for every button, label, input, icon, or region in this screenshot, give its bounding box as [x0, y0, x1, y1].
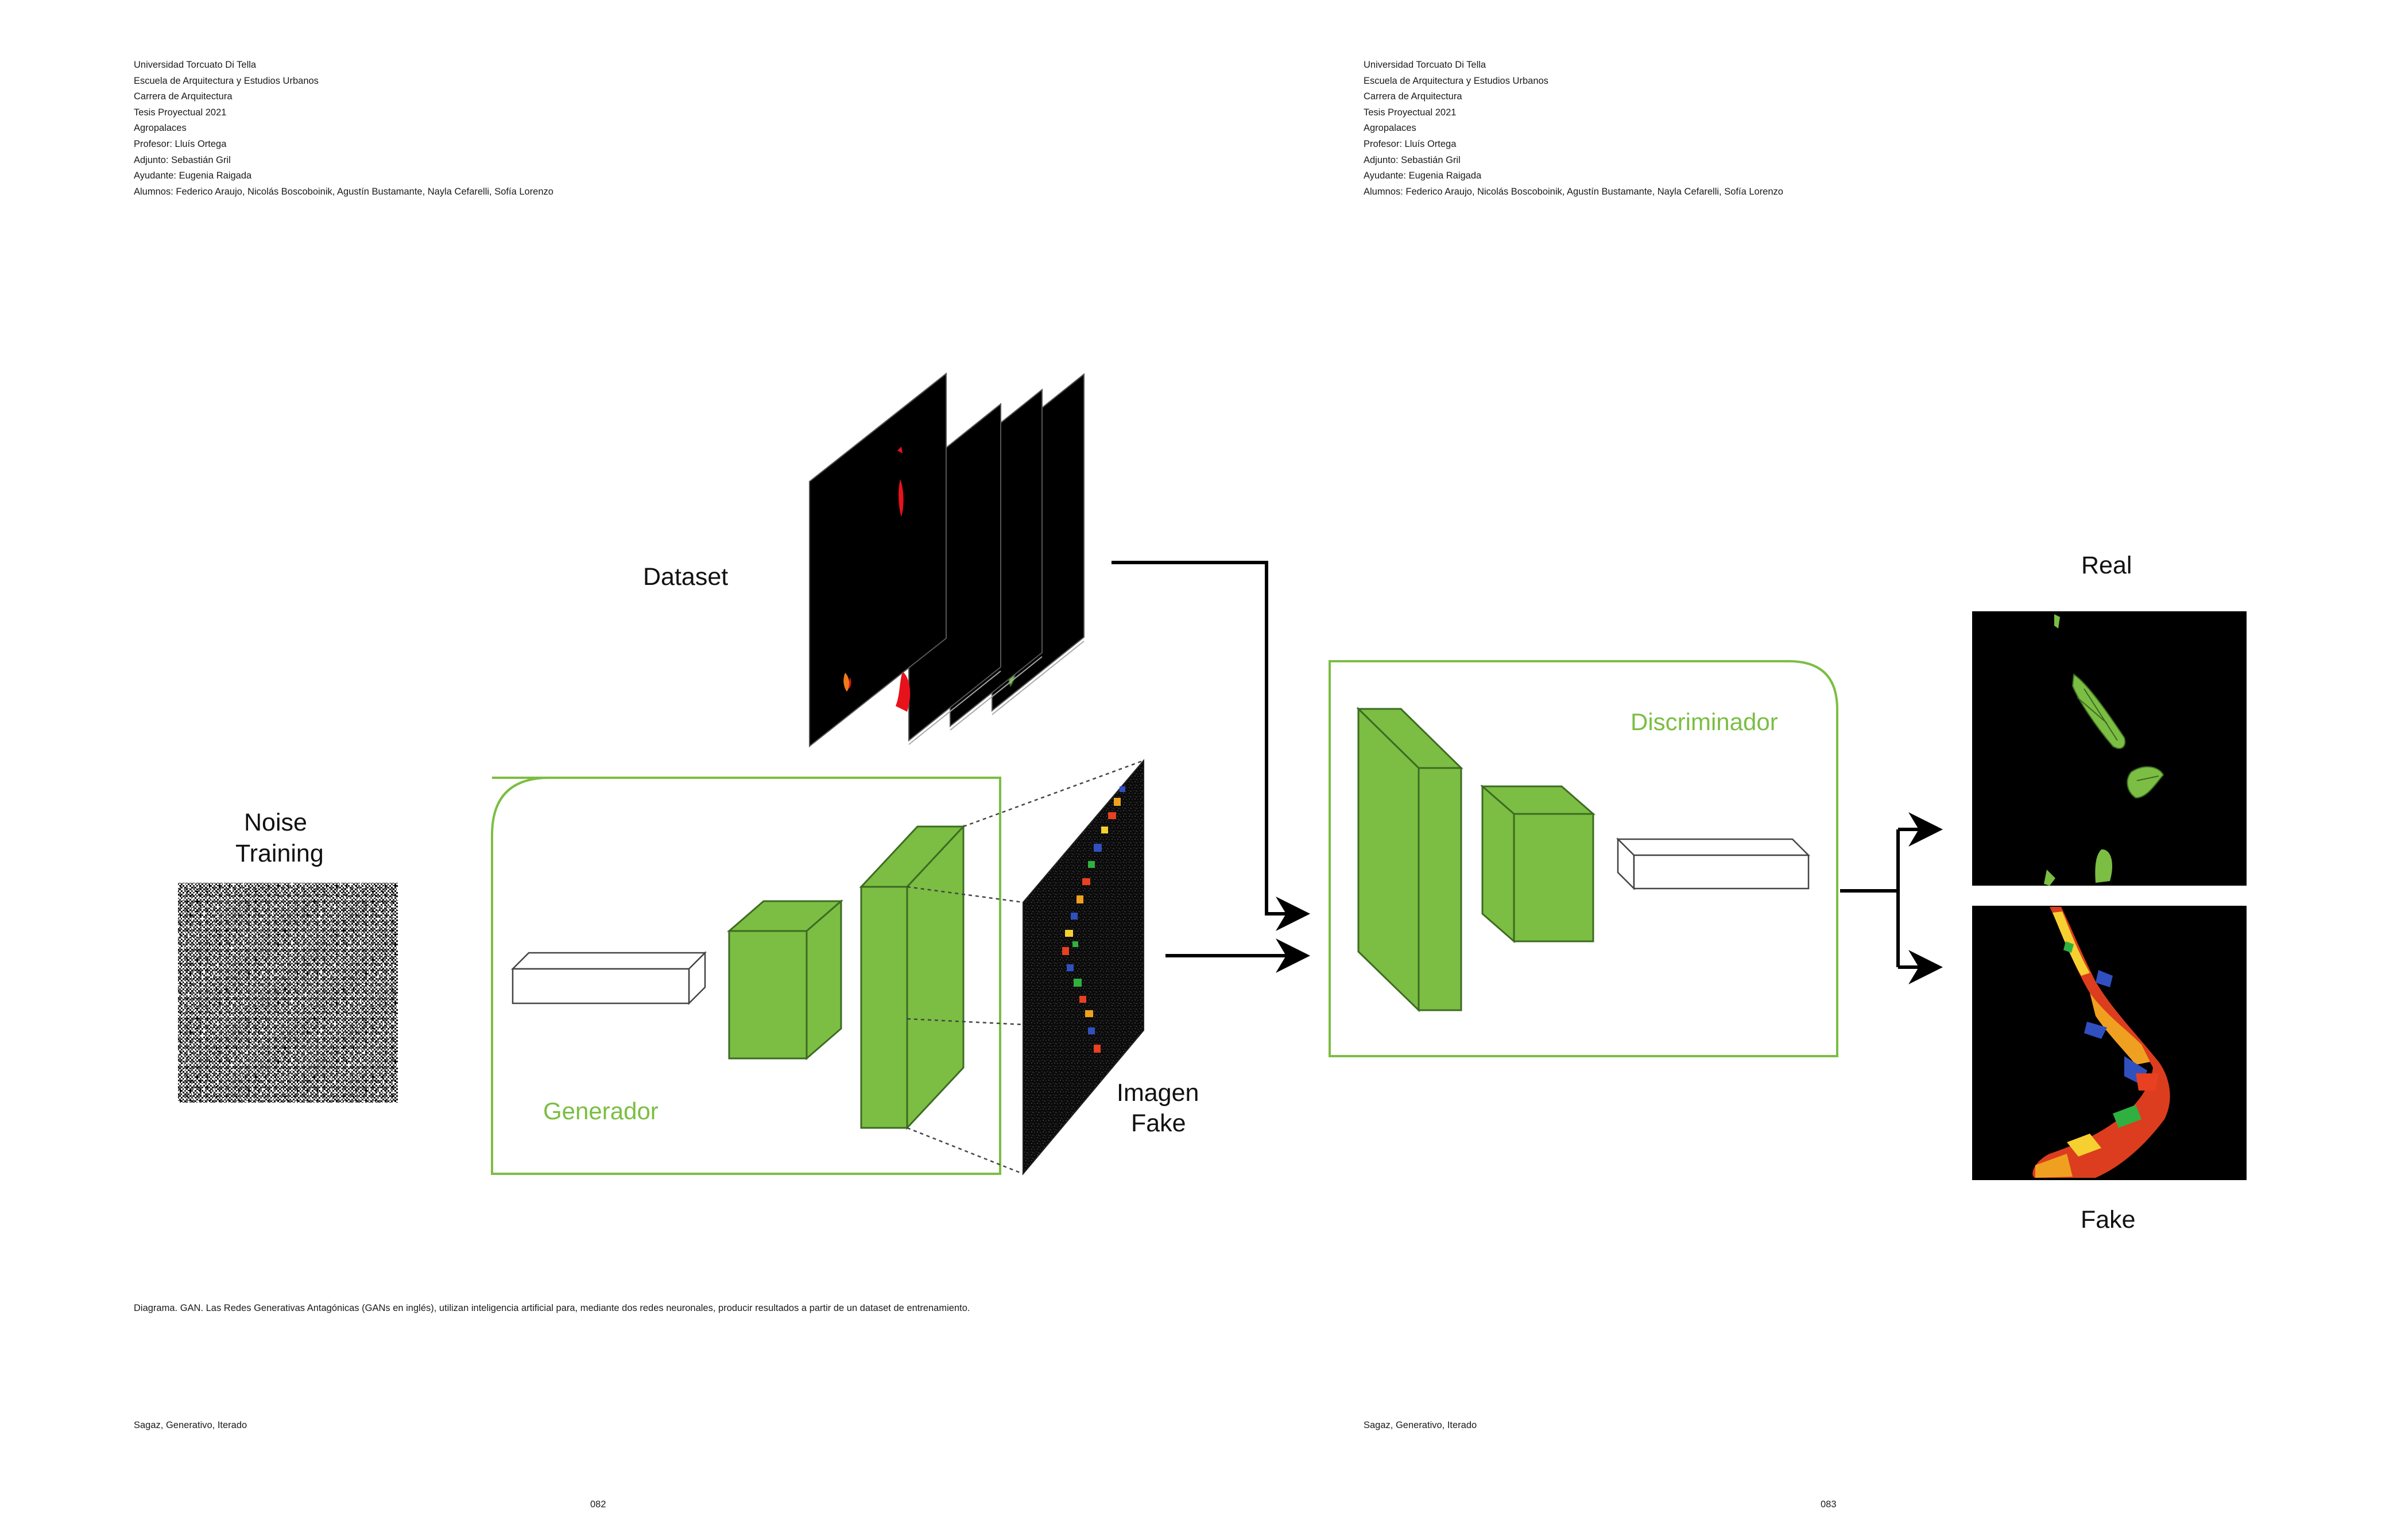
dataset-arrow — [1112, 561, 1310, 931]
discriminator-box — [1329, 660, 1838, 1057]
projection-lines — [907, 759, 1144, 1175]
real-label: Real — [2081, 552, 2132, 579]
diagram-caption: Diagrama. GAN. Las Redes Generativas Ant… — [134, 1303, 970, 1313]
fake-output-image — [1972, 906, 2247, 1180]
discriminator-label: Discriminador — [1631, 708, 1778, 735]
header-line: Agropalaces — [1364, 123, 1416, 134]
header-line: Adjunto: Sebastián Gril — [1364, 154, 1461, 165]
footer-title-left: Sagaz, Generativo, Iterado — [134, 1420, 247, 1430]
page-number-left: 082 — [590, 1499, 606, 1510]
generator-label: Generador — [543, 1097, 659, 1124]
fake-image-label-line1: Imagen — [1117, 1079, 1199, 1107]
dataset-label: Dataset — [643, 563, 729, 591]
fake-image-label-line2: Fake — [1131, 1110, 1186, 1137]
real-output-image — [1972, 611, 2247, 886]
noise-label-line2: Training — [235, 840, 324, 867]
header-line: Tesis Proyectual 2021 — [1364, 107, 1457, 118]
header-line: Escuela de Arquitectura y Estudios Urban… — [134, 75, 319, 86]
generator-conv-layer-1 — [726, 899, 844, 1061]
fake-image — [1023, 759, 1144, 1176]
header-line: Profesor: Lluís Ortega — [1364, 138, 1457, 149]
header-line: Tesis Proyectual 2021 — [134, 107, 227, 118]
page-number-right: 083 — [1821, 1499, 1837, 1510]
header-line: Escuela de Arquitectura y Estudios Urban… — [1364, 75, 1548, 86]
dataset-stack — [809, 372, 1085, 748]
noise-label-line1: Noise — [244, 809, 307, 836]
header-line: Alumnos: Federico Araujo, Nicolás Boscob… — [134, 186, 553, 197]
header-right: Universidad Torcuato Di Tella Escuela de… — [1364, 57, 1783, 200]
generator-dense-layer — [510, 951, 707, 1006]
generator-conv-layer-2 — [859, 824, 966, 1130]
header-line: Agropalaces — [134, 123, 187, 134]
header-line: Adjunto: Sebastián Gril — [134, 154, 231, 165]
discriminator-conv-layer-2 — [1480, 784, 1595, 944]
discriminator-dense-layer — [1616, 837, 1811, 891]
noise-image-overlay — [178, 883, 398, 1103]
header-line: Carrera de Arquitectura — [1364, 91, 1462, 102]
fake-label: Fake — [2081, 1206, 2136, 1233]
dataset-layer — [809, 372, 947, 748]
header-line: Alumnos: Federico Araujo, Nicolás Boscob… — [1364, 186, 1783, 197]
output-split-arrows — [1840, 812, 1943, 984]
generator-box — [491, 777, 1001, 1175]
discriminator-conv-layer-1 — [1356, 707, 1463, 1013]
header-line: Universidad Torcuato Di Tella — [134, 60, 257, 70]
header-line: Universidad Torcuato Di Tella — [1364, 60, 1486, 70]
footer-title-right: Sagaz, Generativo, Iterado — [1364, 1420, 1477, 1430]
header-line: Profesor: Lluís Ortega — [134, 138, 227, 149]
header-line: Ayudante: Eugenia Raigada — [134, 170, 252, 181]
header-left: Universidad Torcuato Di Tella Escuela de… — [134, 57, 553, 200]
header-line: Ayudante: Eugenia Raigada — [1364, 170, 1482, 181]
header-line: Carrera de Arquitectura — [134, 91, 233, 102]
